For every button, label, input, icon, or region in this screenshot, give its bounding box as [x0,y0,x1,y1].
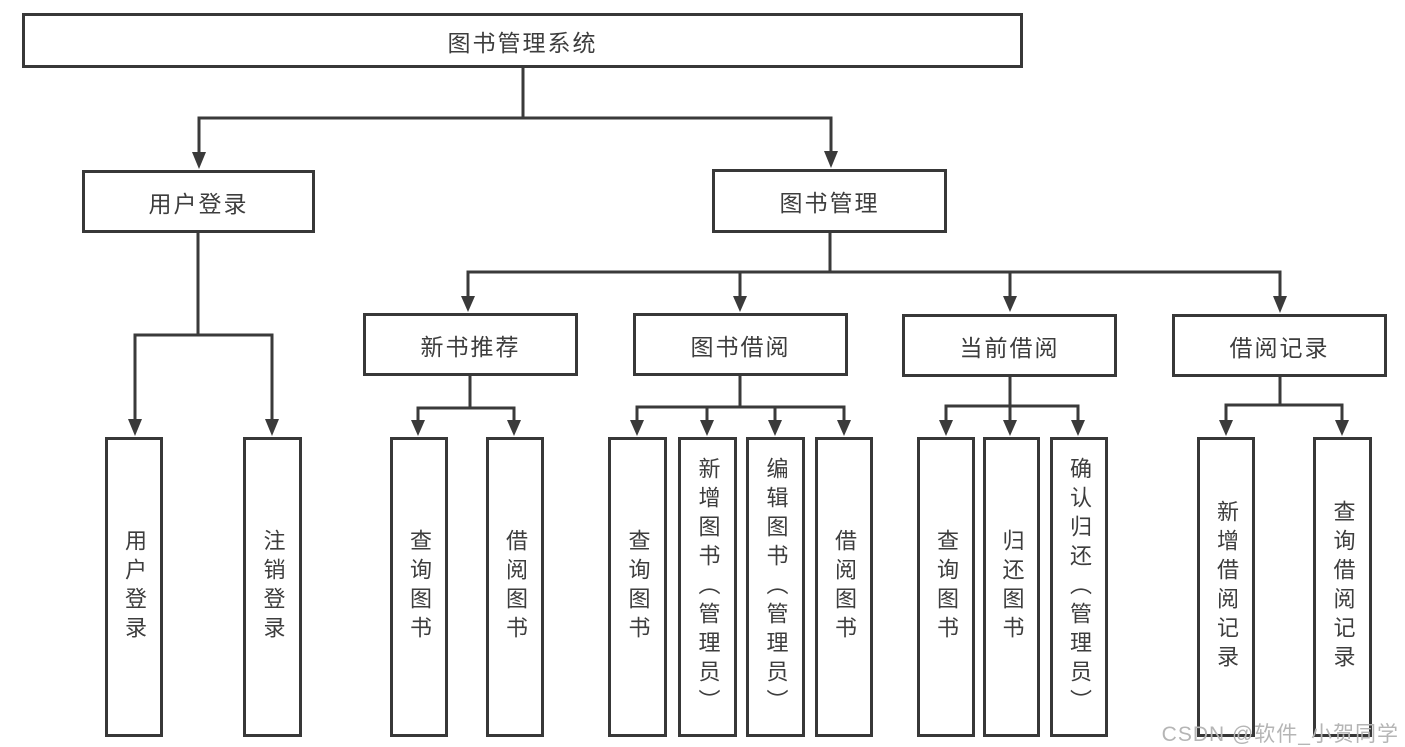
node-label: 注销登录 [260,529,286,645]
node-label: 借阅图书 [832,529,857,645]
node-label: 图书管理系统 [447,29,598,56]
node-label: 查询借阅记录 [1330,500,1356,674]
node-label: 新增借阅记录 [1214,500,1239,674]
leaf-edit-books-admin: 编辑图书（管理员） [746,437,805,737]
leaf-add-books-admin: 新增图书（管理员） [678,437,737,737]
node-label: 查询图书 [407,529,432,645]
node-system-root: 图书管理系统 [22,13,1023,68]
leaf-logout: 注销登录 [243,437,302,737]
leaf-borrow-books: 借阅图书 [815,437,873,737]
node-label: 用户登录 [148,190,249,217]
leaf-return-books: 归还图书 [983,437,1040,737]
leaf-borrow-books-recommend: 借阅图书 [486,437,544,737]
leaf-confirm-return-admin: 确认归还（管理员） [1050,437,1108,737]
node-user-login-branch: 用户登录 [82,170,315,233]
node-label: 新增图书（管理员） [695,456,721,718]
node-label: 查询图书 [934,529,959,645]
node-book-management-branch: 图书管理 [712,169,947,233]
node-current-borrowing: 当前借阅 [902,314,1117,377]
leaf-query-books-recommend: 查询图书 [390,437,448,737]
leaf-query-books-borrowing: 查询图书 [608,437,667,737]
leaf-query-books-current: 查询图书 [917,437,975,737]
node-label: 图书管理 [779,190,880,216]
csdn-watermark: CSDN @软件_小贺同学 [1161,723,1399,746]
node-borrowing-records: 借阅记录 [1172,314,1387,377]
leaf-query-borrow-record: 查询借阅记录 [1313,437,1372,737]
node-label: 确认归还（管理员） [1067,456,1092,718]
node-label: 当前借阅 [959,334,1060,361]
node-new-book-recommendation: 新书推荐 [363,313,578,376]
node-label: 归还图书 [999,529,1025,645]
node-label: 借阅记录 [1229,334,1330,361]
node-label: 借阅图书 [503,529,528,645]
node-label: 编辑图书（管理员） [763,456,789,718]
leaf-user-login: 用户登录 [105,437,163,737]
node-label: 图书借阅 [690,333,791,360]
node-label: 查询图书 [625,529,651,645]
node-label: 新书推荐 [420,333,521,360]
node-label: 用户登录 [122,529,147,645]
leaf-add-borrow-record: 新增借阅记录 [1197,437,1255,737]
node-book-borrowing: 图书借阅 [633,313,848,376]
